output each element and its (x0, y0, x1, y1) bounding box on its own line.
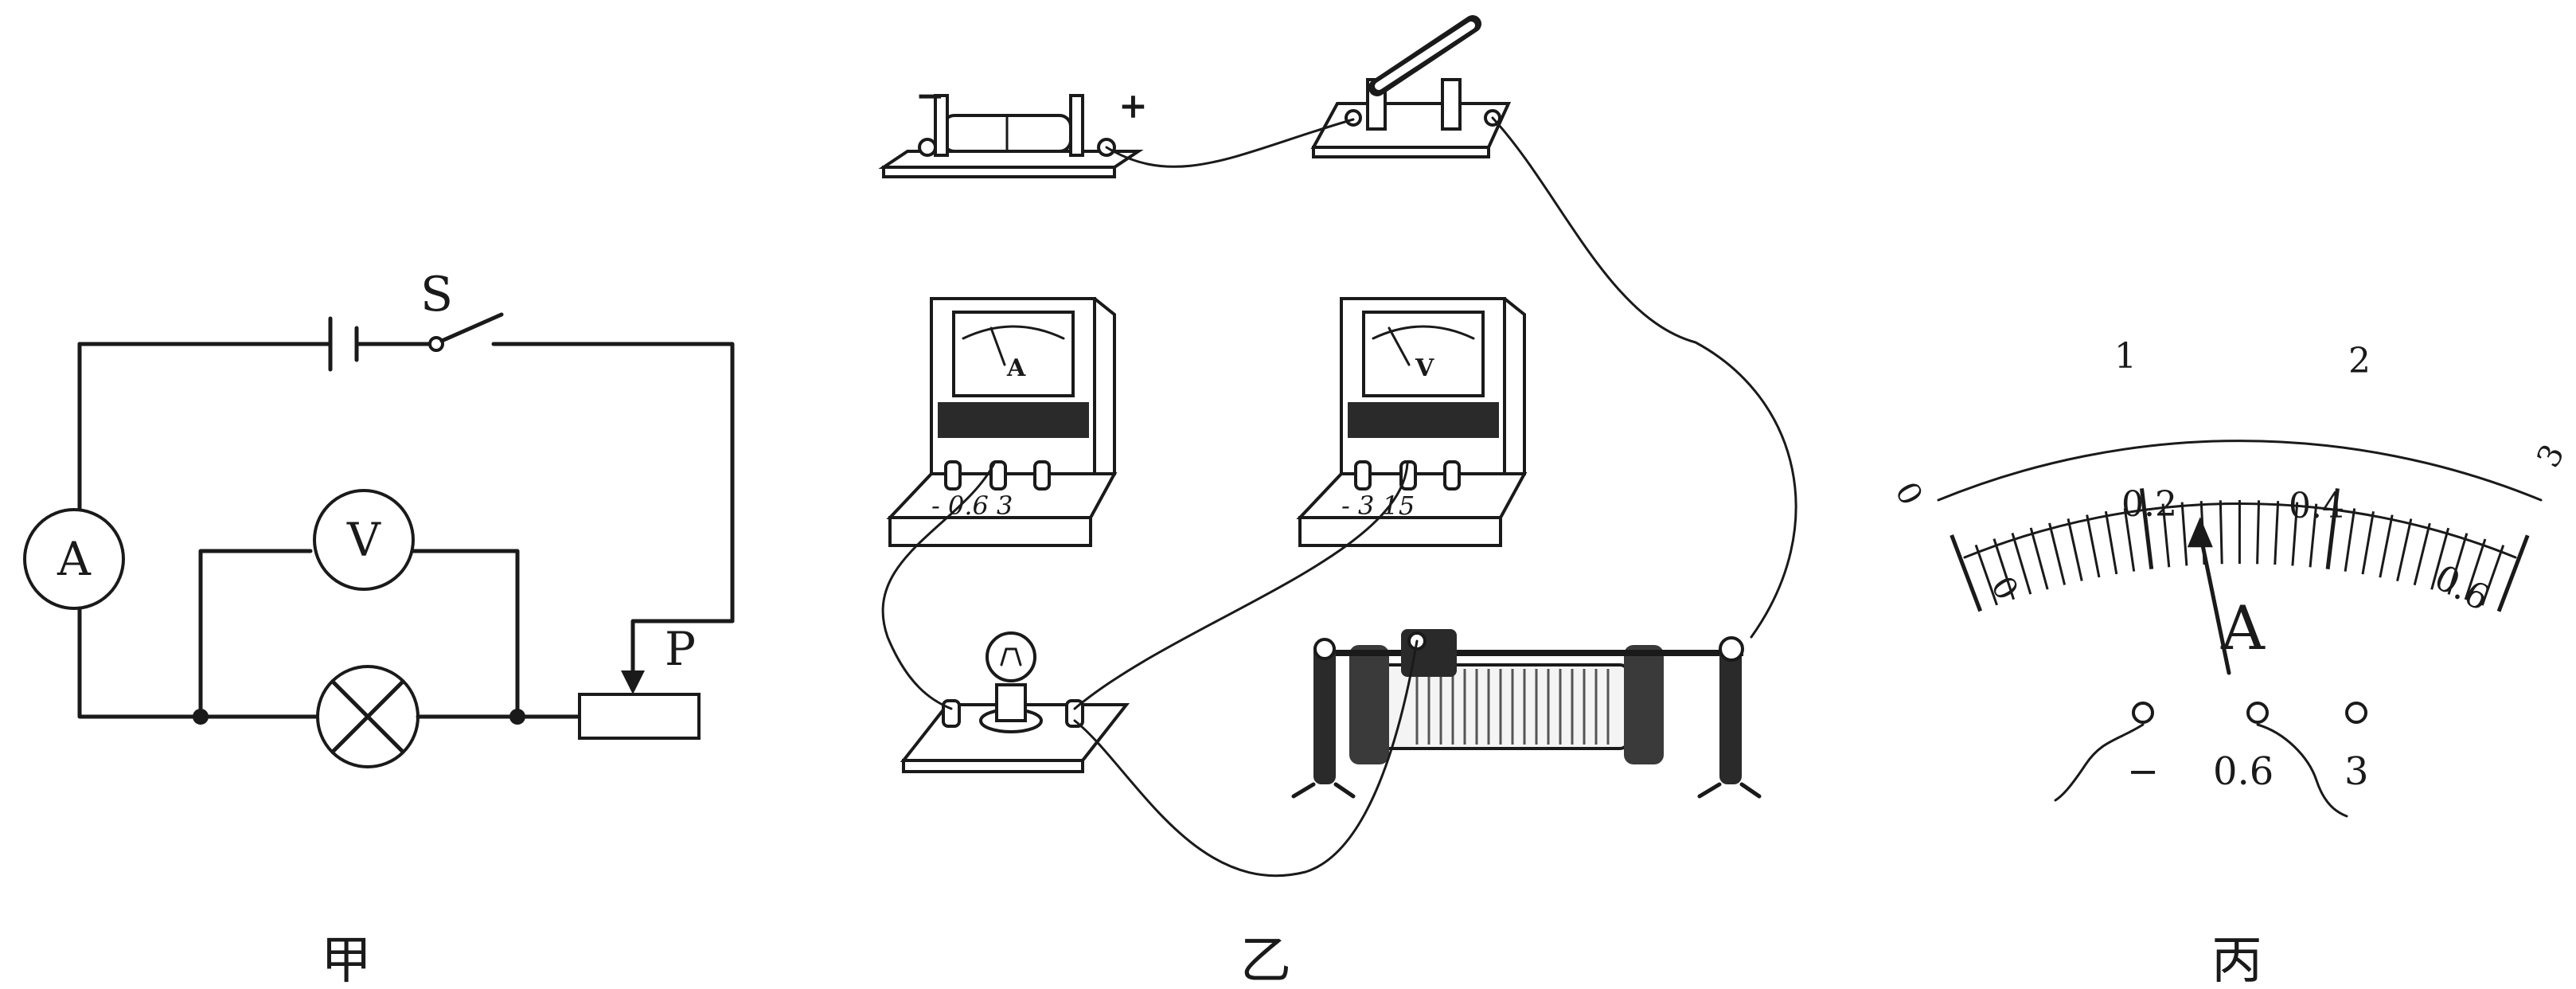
meter-tick (2067, 518, 2083, 581)
meter-wire-left (2054, 723, 2145, 802)
slide-rheostat (1291, 629, 1762, 799)
wire-voltmeter-left (198, 549, 313, 719)
meter-tick (2180, 502, 2188, 566)
lamp-board (900, 631, 1130, 773)
meter-tick (2413, 522, 2431, 586)
meter-unit: A (2220, 592, 2266, 663)
slider-arrow (621, 670, 645, 694)
meter-tick (2029, 527, 2049, 590)
meter-tick (2048, 522, 2067, 585)
battery-plus-label: + (1118, 86, 1148, 127)
upper-scale-3: 3 (2530, 439, 2572, 474)
meter-tick (1974, 544, 1998, 606)
voltmeter-face-label: V (1415, 354, 1434, 382)
wire-voltmeter-right (411, 549, 520, 719)
voltmeter-terminal-labels: - 3 15 (1341, 491, 1415, 521)
meter-tick (2086, 514, 2101, 578)
meter-wire-right (2256, 723, 2348, 818)
battery-holder: − + (878, 76, 1148, 178)
meter-face: 0 1 2 3 0 0.2 0.4 0.6 A − 0.6 3 (1887, 336, 2572, 818)
meter-tick (2291, 502, 2299, 566)
meter-needle-tip (2187, 517, 2213, 548)
lamp-cross-b (330, 679, 405, 754)
voltmeter-symbol (313, 489, 415, 591)
meter-tick (2480, 545, 2505, 606)
meter-tick (2123, 508, 2136, 572)
meter-tick (2325, 488, 2340, 570)
battery-minus-label: − (915, 76, 945, 116)
voltmeter-device: V - 3 15 (1296, 297, 1528, 547)
slider-label: P (665, 622, 696, 676)
meter-tick (2496, 534, 2530, 612)
caption-bing: 丙 (2211, 932, 2262, 989)
meter-terminal-0.6-post (2246, 702, 2269, 724)
caption-yi: 乙 (1240, 932, 1291, 989)
circuit-diagram: S A V P (23, 267, 735, 768)
meter-tick (2344, 508, 2356, 572)
meter-tick (2274, 501, 2280, 565)
meter-tick (2309, 503, 2318, 568)
meter-tick (2104, 510, 2118, 575)
meter-ticks (1950, 488, 2530, 612)
connecting-wires (881, 116, 1797, 878)
meter-terminal-minus-post (2132, 702, 2154, 724)
upper-scale-0: 0 (1887, 476, 1930, 511)
meter-tick (1992, 538, 2016, 600)
meter-tick (2396, 518, 2413, 582)
meter-tick (2139, 488, 2154, 569)
meter-tick (2256, 500, 2261, 565)
upper-scale-1: 1 (2114, 336, 2137, 377)
meter-tick (2161, 503, 2171, 568)
meter-tick (1950, 534, 1983, 612)
ammeter-face-label: A (1006, 354, 1026, 382)
lower-scale-0.2: 0.2 (2121, 484, 2177, 525)
ammeter-terminal-labels: - 0.6 3 (931, 491, 1013, 521)
wire-left-lower (77, 606, 319, 719)
wire-top-right (491, 342, 735, 624)
meter-tick (2011, 533, 2032, 595)
ammeter-symbol-letter: A (57, 532, 92, 586)
lower-scale-0: 0 (1984, 570, 2025, 607)
meter-terminal-minus: − (2127, 749, 2159, 794)
voltmeter-symbol-letter: V (346, 513, 381, 567)
meter-tick (2464, 538, 2487, 600)
lower-scale-0.4: 0.4 (2289, 486, 2344, 526)
slider-wire (630, 619, 735, 686)
meter-terminal-0.6: 0.6 (2213, 749, 2274, 794)
meter-terminal-3-post (2345, 702, 2367, 724)
meter-outer-arc (1937, 440, 2543, 502)
meter-tick (2447, 533, 2469, 595)
meter-needle (2198, 530, 2231, 675)
knife-switch (1310, 15, 1512, 158)
meter-tick (2379, 514, 2394, 578)
upper-scale-2: 2 (2348, 341, 2371, 381)
meter-terminal-3: 3 (2344, 749, 2369, 794)
meter-tick (2430, 527, 2450, 590)
switch-blade (439, 312, 504, 343)
meter-tick (2219, 500, 2223, 565)
switch-label: S (420, 267, 453, 322)
caption-jia: 甲 (321, 932, 372, 989)
apparatus-drawing: − + A - 0.6 3 (878, 15, 1797, 878)
ammeter-symbol (23, 508, 125, 610)
switch-pivot (428, 336, 444, 352)
ammeter-device: A - 0.6 3 (886, 297, 1118, 547)
meter-tick (2361, 511, 2375, 575)
rheostat-symbol (578, 693, 701, 740)
